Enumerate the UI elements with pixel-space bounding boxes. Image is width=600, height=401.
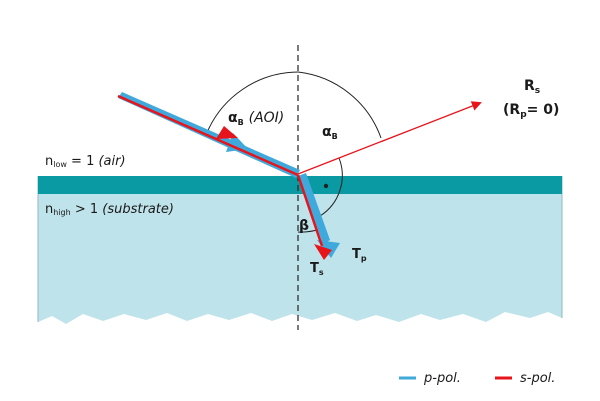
legend-p-pol-label: p-pol. xyxy=(423,371,461,386)
rp-zero-label: (Rp= 0) xyxy=(503,102,559,120)
beta-label: β xyxy=(299,218,309,234)
right-angle-dot xyxy=(323,183,329,189)
s-pol-reflected-beam xyxy=(297,101,482,175)
legend: p-pol. s-pol. xyxy=(399,371,555,386)
reflection-angle-arc xyxy=(297,71,382,139)
s-pol-transmitted-arrowhead xyxy=(314,244,332,260)
tp-label: Tp xyxy=(352,247,367,263)
alpha-b-label-left: αB (AOI) xyxy=(228,110,284,127)
legend-s-pol-label: s-pol. xyxy=(520,371,555,386)
substrate-region xyxy=(38,194,562,324)
aoi-angle-arc xyxy=(205,71,299,136)
s-pol-incident-arrowhead xyxy=(216,126,238,139)
ts-label: Ts xyxy=(310,261,324,277)
s-pol-incident-beam xyxy=(117,94,299,177)
s-pol-transmitted-beam xyxy=(296,174,324,247)
right-angle-arc xyxy=(319,157,343,217)
p-pol-transmitted-beam xyxy=(298,173,330,244)
rs-label: Rs xyxy=(524,78,540,96)
alpha-b-label-right: αB xyxy=(322,124,338,141)
interface-layer xyxy=(38,176,562,194)
n-high-label: nhigh > 1 (substrate) xyxy=(45,202,174,217)
n-low-label: nlow = 1 (air) xyxy=(45,154,126,169)
